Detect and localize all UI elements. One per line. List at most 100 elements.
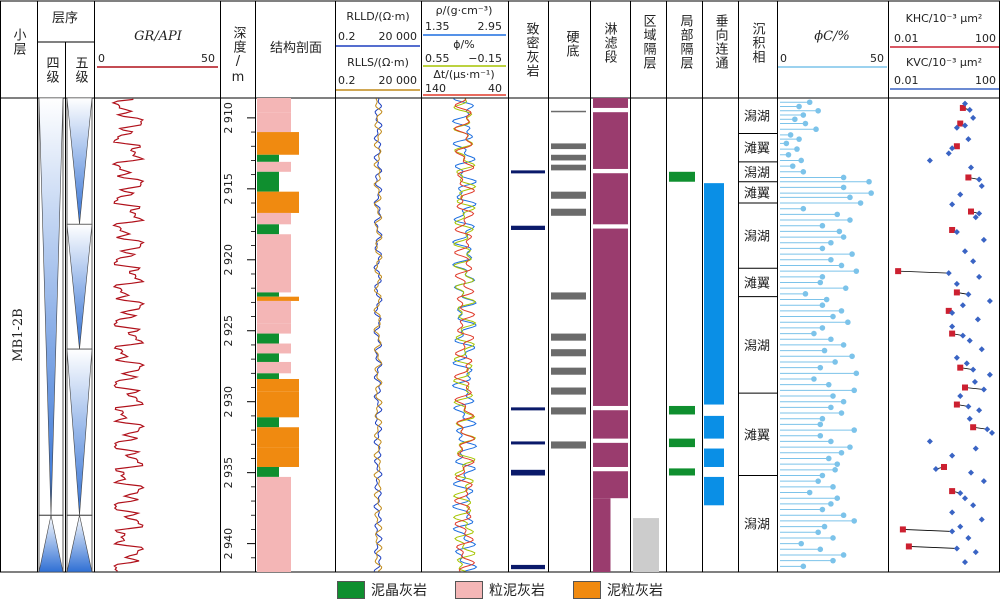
rho-scale-min: 1.35 [425,20,450,33]
facies-label: 滩翼 [744,142,770,157]
phic-point [825,455,832,462]
kvc-point [976,407,983,414]
vertical-connectivity-interval [704,415,724,439]
lithology-bed-mudstone [257,292,279,297]
lithology-bed-wackestone [257,343,291,354]
local-barrier-interval [669,405,695,415]
phic-point [785,151,792,158]
phic-point [819,415,826,422]
level5-sequence-triangle [66,515,93,573]
phic-point [819,222,826,229]
lithology-bed-mudstone [257,224,279,235]
lithology-bed-wackestone [257,212,291,225]
khc-point [953,143,960,150]
phic-point [840,552,847,558]
lithology-bed-wackestone [257,476,291,572]
kvc-point [959,302,966,309]
phic-point [806,99,813,106]
kvc-point [959,332,966,339]
phic-point [828,501,834,507]
phic-point [817,421,824,428]
lithology-bed-mudstone [257,417,279,428]
level4-sequence-triangle [38,97,64,516]
kvc-point [978,346,985,353]
leaching-interval [593,112,628,169]
phic-point [868,190,874,196]
phic-point [800,168,807,175]
khc-point [957,120,964,127]
khc-point [959,104,966,111]
header-gr: GR/API [134,29,183,44]
lithology-bed-wackestone [257,98,291,113]
leaching-interval [593,173,628,225]
lithology-bed-packstone [257,427,299,448]
kvc-point [968,469,974,476]
hardground-band [551,164,586,171]
kvc-point [968,164,974,171]
k-pair-link [964,387,984,390]
header-facies: 沉积相 [750,22,766,64]
phic-point [792,116,798,123]
phic-point [819,245,826,252]
header-depth: 深度/m [231,26,247,86]
lithology-bed-mudstone [257,466,279,477]
phic-point [806,489,813,496]
khc-point [945,307,952,314]
khc-point [970,424,977,431]
lithology-bed-packstone [257,132,299,155]
header-small-layer: 小层 [11,28,27,56]
dt-scale-max: 40 [488,82,502,95]
leaching-interval [593,442,628,467]
phic-point [838,308,845,314]
kvc-point [945,270,952,277]
phic-point [836,228,843,235]
phic-point [842,285,849,291]
kvc-point [949,452,956,459]
kvc-point [957,393,964,400]
kvc-point [965,403,972,410]
phic-point [798,157,804,164]
phic-point [849,251,855,257]
phic-point [849,353,855,360]
kvc-point [976,210,983,217]
lithology-bed-packstone [257,447,299,467]
lithology-bed-wackestone [257,112,291,133]
phic-point [828,404,834,411]
legend-swatch-packstone [573,581,601,599]
kvc-point [962,100,969,107]
kvc-point [957,523,964,530]
kvc-point [976,176,983,183]
phic-point [840,342,847,348]
kvc-point [972,445,979,452]
header-level4: 四级 [44,56,60,84]
phic-point [830,557,836,564]
phic-point [838,449,845,456]
kvc-scale-min: 0.01 [894,74,919,87]
phic-point [830,535,836,541]
khc-point [953,401,960,408]
rlld-curve [373,98,383,572]
hardground-band [551,154,586,161]
phic-point [866,178,872,185]
depth-tick-label: 2 920 [222,244,235,276]
legend-item-packstone: 泥粒灰岩 [573,580,663,600]
phic-point [830,393,836,399]
kvc-point [986,371,993,378]
khc-point [962,384,969,391]
facies-label: 潟湖 [744,339,770,354]
kvc-point [949,528,956,535]
legend-label-packstone: 泥粒灰岩 [607,583,663,599]
header-level5: 五级 [73,56,89,84]
phic-point [789,163,796,169]
khc-point [899,526,906,533]
lithology-bed-wackestone [257,300,291,324]
column-dividers [0,1,1000,572]
vertical-connectivity-interval [704,448,724,467]
lithology-bed-mudstone [257,373,279,379]
khc-point [968,208,974,215]
header-row [0,0,1000,573]
kvc-point [932,465,939,472]
kvc-point [970,114,977,121]
k-pair-link [908,546,957,549]
